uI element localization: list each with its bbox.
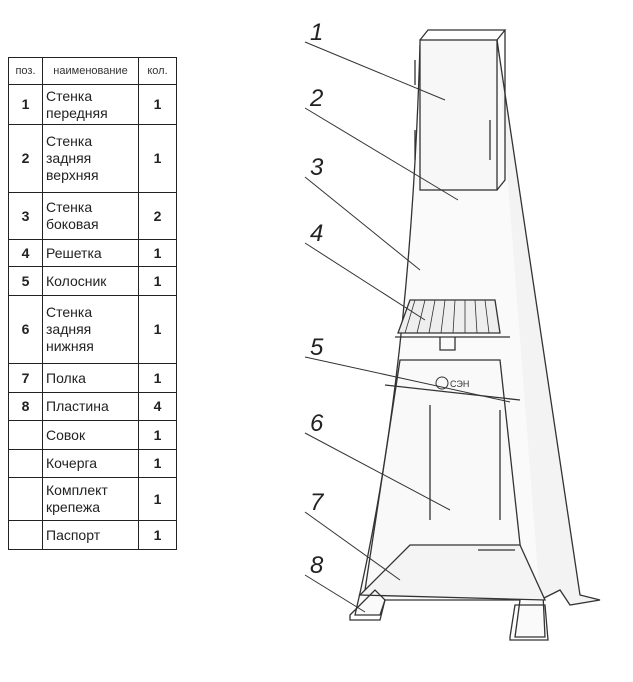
shelf xyxy=(358,544,547,601)
cell-qty: 1 xyxy=(138,295,177,364)
cell-qty: 1 xyxy=(138,239,177,267)
cell-name: Решетка xyxy=(42,239,139,267)
cell-qty: 1 xyxy=(138,124,177,193)
header-pos: поз. xyxy=(8,57,43,85)
cell-name: Совок xyxy=(42,420,139,450)
callout-8: 8 xyxy=(310,552,324,579)
cell-pos: 2 xyxy=(8,124,43,193)
cell-qty: 1 xyxy=(138,520,177,550)
cell-pos: 1 xyxy=(8,84,43,125)
cell-qty: 2 xyxy=(138,192,177,240)
cell-pos: 3 xyxy=(8,192,43,240)
cell-pos xyxy=(8,520,43,550)
grate-support xyxy=(439,337,456,351)
cell-name: Стенка задняя верхняя xyxy=(42,124,139,193)
cell-qty: 1 xyxy=(138,477,177,521)
callout-4: 4 xyxy=(310,220,323,247)
cell-name: Стенка задняя нижняя xyxy=(42,295,139,364)
callout-5: 5 xyxy=(310,334,324,361)
cell-pos xyxy=(8,477,43,521)
cell-name: Колосник xyxy=(42,266,139,296)
callout-1: 1 xyxy=(310,19,323,46)
svg-text:СЭН: СЭН xyxy=(450,379,469,389)
callout-6: 6 xyxy=(310,410,324,437)
callout-7: 7 xyxy=(310,489,325,516)
cell-qty: 1 xyxy=(138,449,177,478)
cell-name: Полка xyxy=(42,363,139,393)
cell-pos: 6 xyxy=(8,295,43,364)
leader-lines xyxy=(304,41,511,613)
cell-pos: 7 xyxy=(8,363,43,393)
cell-pos xyxy=(8,449,43,478)
feet xyxy=(349,589,549,641)
cell-pos: 8 xyxy=(8,392,43,421)
cell-name: Паспорт xyxy=(42,520,139,550)
side-panel-right xyxy=(496,39,601,606)
cell-name: Стенка боковая xyxy=(42,192,139,240)
cell-qty: 1 xyxy=(138,84,177,125)
logo: СЭН xyxy=(435,376,469,390)
header-name: наименование xyxy=(42,57,139,85)
callout-3: 3 xyxy=(310,154,324,181)
cell-name: Стенка передняя xyxy=(42,84,139,125)
cell-qty: 4 xyxy=(138,392,177,421)
front-panel-chimney xyxy=(419,39,498,191)
cell-qty: 1 xyxy=(138,420,177,450)
callout-2: 2 xyxy=(309,85,323,112)
grate xyxy=(397,299,501,334)
